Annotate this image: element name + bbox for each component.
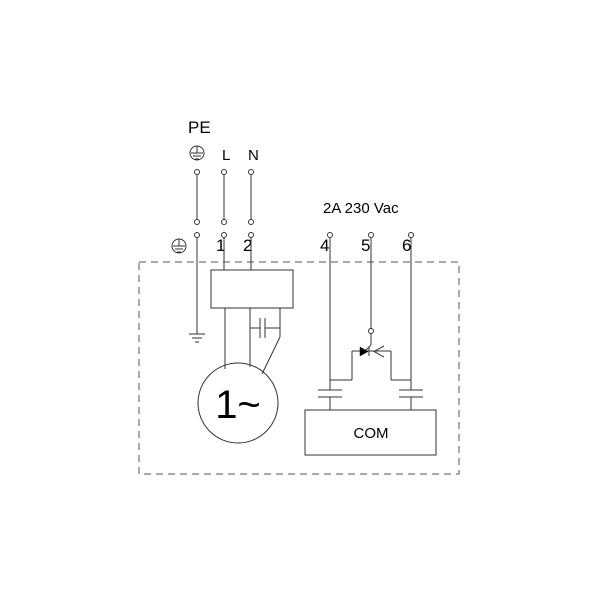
terminal-1-label: 1 (216, 236, 225, 255)
terminal-l-mid (221, 219, 227, 225)
thermal-contact-icon (330, 344, 411, 381)
com-label: COM (354, 425, 389, 442)
terminal-5-label: 5 (361, 236, 370, 255)
terminal-4 (327, 232, 333, 238)
controller-box (210, 269, 294, 309)
terminal-l-top (221, 169, 227, 175)
contact-capacitor-6-icon (399, 389, 423, 410)
terminal-6-label: 6 (402, 236, 411, 255)
terminal-6 (408, 232, 414, 238)
terminal-pe (194, 232, 200, 238)
label-n: N (248, 147, 259, 164)
com-box (304, 409, 437, 456)
terminal-n-top (248, 169, 254, 175)
device-enclosure (138, 261, 460, 475)
ground-terminal-icon (171, 238, 187, 254)
motor-symbol (197, 362, 279, 444)
terminal-1 (221, 232, 227, 238)
contact-rating-label: 2A 230 Vac (323, 200, 399, 217)
terminal-4-label: 4 (320, 236, 329, 255)
chassis-ground-icon (189, 333, 205, 343)
switch-pivot (368, 328, 374, 334)
terminal-5 (368, 232, 374, 238)
terminal-2-label: 2 (243, 236, 252, 255)
terminal-n-mid (248, 219, 254, 225)
label-l: L (222, 147, 230, 164)
terminal-2 (248, 232, 254, 238)
terminal-pe-top (194, 169, 200, 175)
terminal-pe-mid (194, 219, 200, 225)
contact-capacitor-4-icon (318, 389, 342, 410)
label-pe: PE (188, 118, 211, 137)
motor-label: 1~ (215, 383, 261, 427)
capacitor-icon (259, 308, 281, 375)
pe-earth-icon (189, 145, 205, 161)
